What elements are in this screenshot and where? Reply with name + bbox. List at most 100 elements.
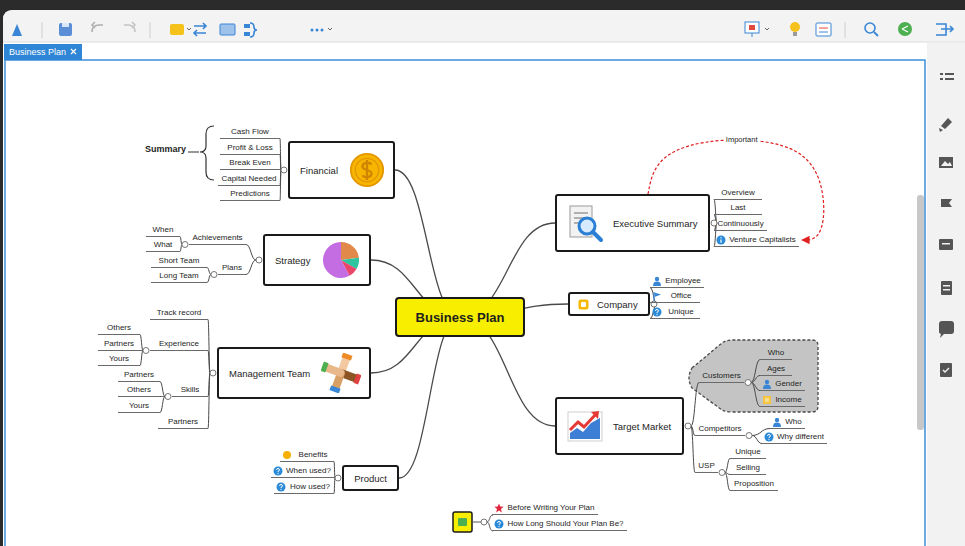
collapse-dot [210, 370, 216, 376]
redo-icon [124, 22, 135, 32]
outline-icon [819, 28, 828, 29]
side-icon [939, 239, 953, 250]
subtopic: Predictions [220, 187, 280, 201]
collapse-dot [651, 301, 657, 307]
subtopic: Selling [730, 461, 766, 475]
scrollbar [917, 195, 924, 430]
side-icon [941, 281, 952, 295]
subtopic: Competitors [695, 422, 745, 436]
branch-line [751, 383, 760, 407]
summary-bracket [188, 126, 214, 180]
outline-icon [816, 23, 831, 36]
subtopic: Gender [760, 377, 805, 391]
side-icon [945, 73, 954, 75]
topic-text: Ages [767, 364, 785, 373]
subtopic: Track record [150, 306, 208, 320]
side-icon [943, 285, 950, 287]
toolbar-rule [3, 42, 965, 43]
topic-text: Venture Capitalists [729, 235, 796, 244]
relation-icon [194, 23, 206, 36]
branch-line [472, 522, 481, 523]
main-topic: Strategy [263, 234, 371, 286]
topic-text: Yours [109, 354, 129, 363]
topic-icon [494, 519, 504, 529]
topic-icon [772, 417, 782, 427]
subtopic: Partners [98, 337, 140, 351]
branch-line [207, 275, 211, 283]
save-icon [59, 23, 72, 36]
subtopic: Skills [172, 383, 208, 397]
branch-line [246, 245, 256, 261]
side-icon [940, 78, 943, 80]
subtopic: Yours [118, 399, 160, 413]
topic-text: Long Team [159, 271, 198, 280]
app-icon [12, 24, 22, 36]
topic-text: How Long Should Your Plan Be? [507, 519, 623, 528]
subtopic: Proposition [730, 477, 778, 491]
collapse-dot [256, 257, 262, 263]
subtopic: How Long Should Your Plan Be? [492, 517, 627, 531]
topic-text: Product [354, 473, 387, 484]
topic-text: Who [785, 417, 801, 426]
present-icon [752, 33, 753, 37]
side-icon [943, 289, 950, 291]
canvas [5, 60, 925, 546]
subtopic: Income [760, 393, 805, 407]
branch-line [180, 237, 182, 245]
topic-text: Skills [181, 385, 200, 394]
subtopic: Long Team [151, 269, 207, 283]
topic-text: Executive Summary [613, 218, 697, 229]
branch-line [487, 515, 493, 531]
branch-line [399, 317, 460, 478]
subtopic: Partners [118, 368, 160, 382]
subtopic: Capital Needed [218, 172, 280, 186]
branch-line [395, 170, 460, 317]
side-icon [939, 118, 952, 132]
topic-text: Others [127, 385, 151, 394]
topic-text: Before Writing Your Plan [507, 503, 594, 512]
topic-text: Selling [736, 463, 760, 472]
branch-line [751, 376, 760, 383]
share-icon [898, 22, 912, 36]
dropdown-mark [765, 28, 769, 30]
subtopic: Continuously [714, 217, 767, 231]
topic-icon [321, 240, 361, 280]
separator [150, 22, 151, 38]
branch-line [280, 170, 281, 201]
subtopic: Overview [714, 186, 762, 200]
side-icon [942, 243, 950, 245]
save-icon [62, 23, 69, 27]
subtopic: Unique [730, 445, 766, 459]
subtopic: Plans [218, 261, 246, 275]
subtopic: Venture Capitalists [714, 233, 799, 247]
branch-line [207, 268, 211, 275]
topic-text: Business Plan [416, 310, 505, 325]
topic-text: Proposition [734, 479, 774, 488]
side-icon [940, 73, 943, 75]
topic-icon [764, 432, 774, 442]
topic-text: Track record [157, 308, 202, 317]
main-topic: Company [568, 292, 650, 316]
collapse-dot [165, 394, 171, 400]
main-topic: Target Market [555, 397, 684, 455]
more-icon [321, 29, 324, 32]
toolbar-icons [12, 22, 953, 38]
search-icon [865, 23, 875, 33]
topic-text: Employee [665, 276, 701, 285]
topic-text: USP [698, 461, 714, 470]
topic-text: Customers [702, 371, 741, 380]
share-icon [902, 26, 908, 32]
topic-text: Strategy [275, 255, 310, 266]
topic-text: How used? [290, 482, 330, 491]
summary-label: Summary [145, 143, 186, 155]
subtopic: When [146, 223, 180, 237]
subtopic: Others [118, 383, 160, 397]
topic-text: Partners [104, 339, 134, 348]
side-icon [941, 161, 952, 166]
topic-icon [578, 299, 589, 310]
relationship-label: Important [724, 135, 760, 145]
topic-icon [762, 395, 772, 405]
topic-text: Capital Needed [221, 174, 276, 183]
branch-line [751, 360, 760, 383]
idea-icon [790, 22, 800, 32]
